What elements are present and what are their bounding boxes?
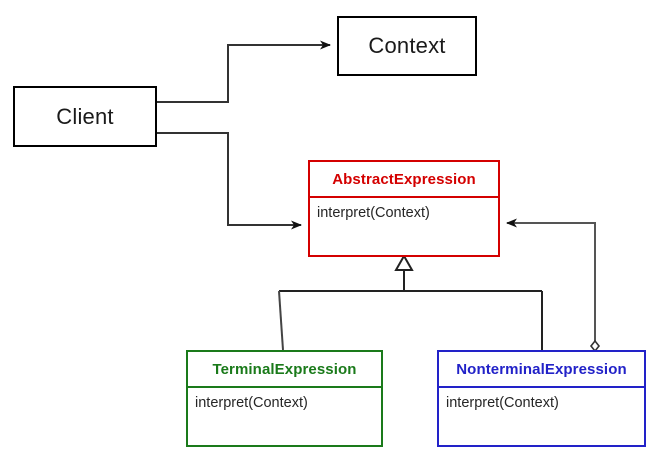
node-terminal-expression-method: interpret(Context): [195, 395, 308, 411]
node-abstract-expression-title: AbstractExpression: [332, 170, 476, 188]
node-context[interactable]: Context: [337, 16, 477, 76]
node-abstract-expression-method: interpret(Context): [317, 205, 430, 221]
node-abstract-expression[interactable]: AbstractExpression interpret(Context): [308, 160, 500, 257]
node-terminal-expression-title: TerminalExpression: [212, 360, 357, 378]
node-client-title: Client: [56, 103, 114, 129]
connector-client-to-abstract-expression: [157, 132, 302, 230]
connector-nonterminal-aggregates-abstract: [506, 218, 601, 353]
hollow-triangle-icon: [394, 253, 414, 271]
connector-client-to-context: [157, 40, 331, 103]
node-client[interactable]: Client: [13, 86, 157, 147]
class-divider: [439, 386, 644, 388]
node-nonterminal-expression-method: interpret(Context): [446, 395, 559, 411]
class-divider: [310, 196, 498, 198]
node-context-title: Context: [368, 33, 446, 58]
node-terminal-expression[interactable]: TerminalExpression interpret(Context): [186, 350, 383, 447]
class-divider: [188, 386, 381, 388]
connector-generalization-tree: [278, 253, 543, 351]
node-nonterminal-expression[interactable]: NonterminalExpression interpret(Context): [437, 350, 646, 447]
node-nonterminal-expression-title: NonterminalExpression: [456, 360, 627, 378]
